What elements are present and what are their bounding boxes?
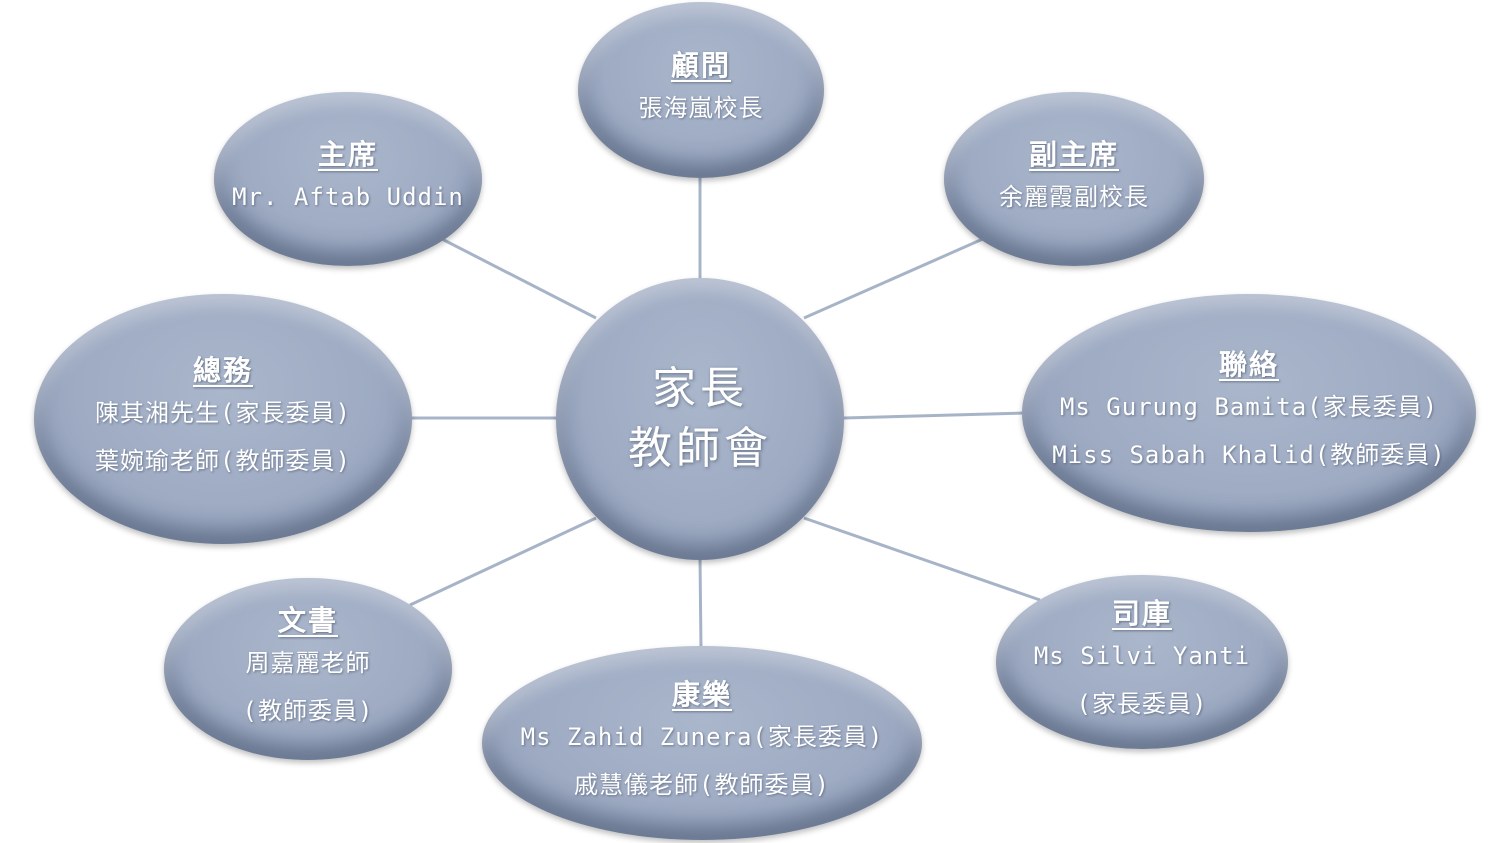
node-treasurer-line-1: Ms Silvi Yanti xyxy=(1033,642,1251,671)
node-treasurer: 司庫 Ms Silvi Yanti (家長委員) xyxy=(996,575,1288,749)
node-general-affairs-line-2: 葉婉瑜老師(教師委員) xyxy=(95,447,351,476)
node-secretary-line-1: 周嘉麗老師 xyxy=(245,649,371,678)
node-general-affairs: 總務 陳其湘先生(家長委員) 葉婉瑜老師(教師委員) xyxy=(34,294,412,544)
node-vice-chair-line-1: 余麗霞副校長 xyxy=(999,183,1149,212)
node-chair: 主席 Mr. Aftab Uddin xyxy=(214,92,482,266)
connector-vice xyxy=(803,236,986,320)
node-general-affairs-line-1: 陳其湘先生(家長委員) xyxy=(95,399,351,428)
node-general-affairs-title: 總務 xyxy=(192,353,253,387)
node-advisor: 顧問 張海嵐校長 xyxy=(578,2,824,178)
node-liaison: 聯絡 Ms Gurung Bamita(家長委員) Miss Sabah Kha… xyxy=(1022,294,1476,532)
node-vice-chair: 副主席 余麗霞副校長 xyxy=(944,92,1204,266)
center-title-line-1: 家長 xyxy=(652,363,748,414)
connector-chair xyxy=(439,236,597,320)
node-chair-line-1: Mr. Aftab Uddin xyxy=(232,183,464,212)
node-recreation: 康樂 Ms Zahid Zunera(家長委員) 戚慧儀老師(教師委員) xyxy=(482,646,922,840)
node-treasurer-line-2: (家長委員) xyxy=(1076,690,1208,719)
center-title-line-2: 教師會 xyxy=(628,423,772,474)
connector-treasurer xyxy=(803,516,1041,602)
node-recreation-line-2: 戚慧儀老師(教師委員) xyxy=(574,771,830,800)
connector-liaison xyxy=(843,411,1026,420)
connector-recreation xyxy=(698,557,703,651)
node-secretary-line-2: (教師委員) xyxy=(242,697,374,726)
node-vice-chair-title: 副主席 xyxy=(1028,137,1119,171)
node-recreation-line-1: Ms Zahid Zunera(家長委員) xyxy=(520,723,884,752)
node-chair-title: 主席 xyxy=(317,137,378,171)
node-secretary-title: 文書 xyxy=(277,603,338,637)
node-secretary: 文書 周嘉麗老師 (教師委員) xyxy=(164,578,452,760)
node-liaison-line-1: Ms Gurung Bamita(家長委員) xyxy=(1059,393,1439,422)
connector-secretary xyxy=(409,516,597,607)
node-advisor-line-1: 張海嵐校長 xyxy=(638,94,764,123)
node-liaison-title: 聯絡 xyxy=(1218,347,1279,381)
node-liaison-line-2: Miss Sabah Khalid(教師委員) xyxy=(1052,441,1446,470)
node-recreation-title: 康樂 xyxy=(671,677,732,711)
node-treasurer-title: 司庫 xyxy=(1111,596,1172,630)
node-advisor-title: 顧問 xyxy=(670,48,731,82)
center-node: 家長 教師會 xyxy=(556,278,844,560)
